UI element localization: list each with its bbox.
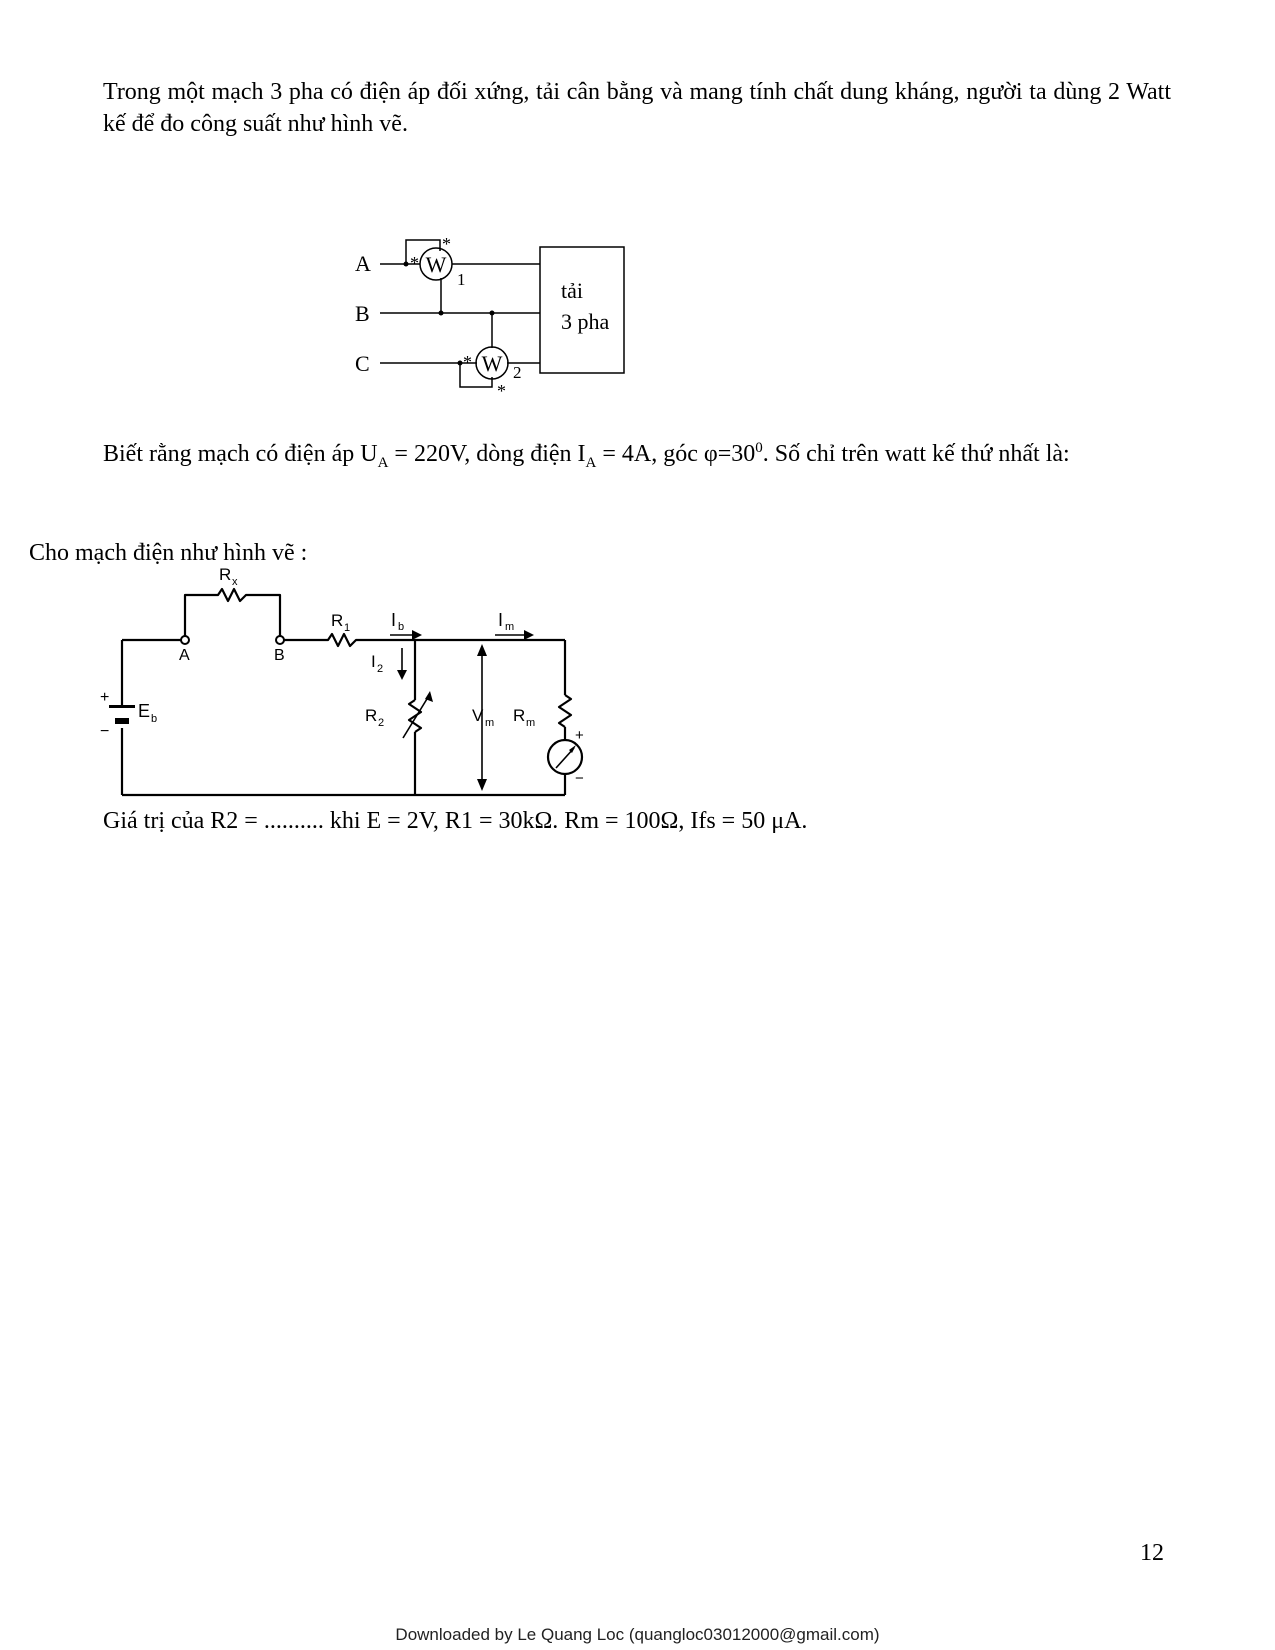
eb-label: E	[138, 701, 150, 721]
svg-text:2: 2	[378, 717, 384, 729]
wattmeter-1-index: 1	[457, 270, 466, 289]
svg-text:1: 1	[344, 622, 350, 634]
meter-plus: +	[575, 727, 584, 744]
rx-label: R	[219, 565, 231, 584]
node-a-label: A	[179, 647, 190, 664]
r2-label: R	[365, 706, 377, 725]
load-label-line-1: tải	[561, 278, 583, 303]
r1-label: R	[331, 611, 343, 630]
svg-text:m: m	[485, 717, 494, 729]
svg-text:m: m	[505, 621, 514, 633]
svg-text:x: x	[232, 576, 238, 588]
wattmeter-1	[419, 247, 453, 281]
polarity-mark: *	[410, 253, 419, 273]
phase-b-label: B	[355, 301, 370, 326]
polarity-mark: *	[463, 352, 472, 372]
two-wattmeter-diagram: A B C W 1 W 2 * * * * tải 3 pha	[355, 234, 625, 401]
question-1-known-values: Biết rằng mạch có điện áp UA = 220V, dòn…	[103, 440, 1070, 471]
i2-label: I	[371, 652, 376, 671]
svg-text:m: m	[526, 717, 535, 729]
im-label: I	[498, 610, 503, 630]
meter-minus: −	[575, 770, 584, 787]
battery-minus: −	[100, 723, 109, 740]
question-2-intro: Cho mạch điện như hình vẽ :	[29, 540, 308, 566]
three-phase-load	[539, 246, 625, 374]
page-number: 12	[1140, 1540, 1164, 1566]
galvanometer	[546, 738, 584, 776]
question-1-text: Trong một mạch 3 pha có điện áp đối xứng…	[103, 79, 1171, 137]
node-b-label: B	[274, 647, 285, 664]
phase-a-label: A	[355, 251, 371, 276]
download-footer: Downloaded by Le Quang Loc (quangloc0301…	[395, 1625, 880, 1644]
wattmeter-2-symbol: W	[482, 351, 503, 376]
load-label-line-2: 3 pha	[561, 309, 610, 334]
rm-label: R	[513, 706, 525, 725]
wattmeter-2-index: 2	[513, 363, 522, 382]
wattmeter-1-symbol: W	[426, 252, 447, 277]
battery-plus: +	[100, 689, 109, 706]
ib-label: I	[391, 610, 396, 630]
question-2-text: Giá trị của R2 = .......... khi E = 2V, …	[103, 808, 808, 834]
ohmmeter-circuit-diagram: R x A B R 1 I b I m I 2 R 2 V m R m E b …	[100, 565, 584, 797]
svg-text:b: b	[151, 713, 157, 725]
polarity-mark: *	[497, 381, 506, 401]
wattmeter-2	[475, 346, 509, 380]
svg-text:b: b	[398, 621, 404, 633]
phase-c-label: C	[355, 351, 370, 376]
vm-label: V	[472, 706, 484, 725]
polarity-mark: *	[442, 234, 451, 254]
svg-text:2: 2	[377, 663, 383, 675]
